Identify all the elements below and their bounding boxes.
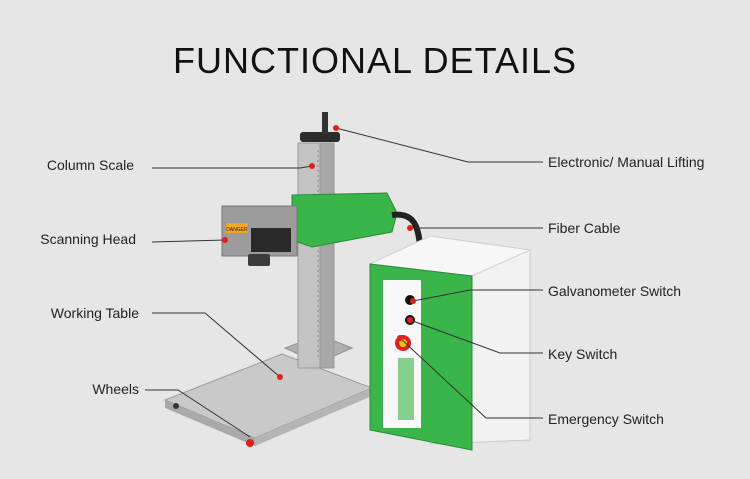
callout-wheels: Wheels xyxy=(92,381,139,397)
page-title: FUNCTIONAL DETAILS xyxy=(172,40,578,81)
callout-emergency-switch: Emergency Switch xyxy=(548,411,664,427)
callout-scanning-head: Scanning Head xyxy=(40,231,136,247)
lifting-knob xyxy=(300,112,340,142)
callout-galvo-switch: Galvanometer Switch xyxy=(548,283,682,299)
leader-lines xyxy=(145,127,543,438)
working-table xyxy=(163,353,374,446)
callout-key-switch: Key Switch xyxy=(548,346,618,362)
red-markers xyxy=(222,125,416,380)
callout-lifting: Electronic/ Manual Lifting xyxy=(548,154,705,170)
callout-column-scale: Column Scale xyxy=(46,157,134,173)
scanning-head: DANGER xyxy=(221,192,398,266)
danger-label: DANGER xyxy=(226,227,248,233)
wheels xyxy=(173,403,254,447)
callout-working-table: Working Table xyxy=(50,305,139,321)
fiber-cable xyxy=(391,211,423,246)
column xyxy=(297,142,335,369)
callout-fiber-cable: Fiber Cable xyxy=(548,220,621,236)
